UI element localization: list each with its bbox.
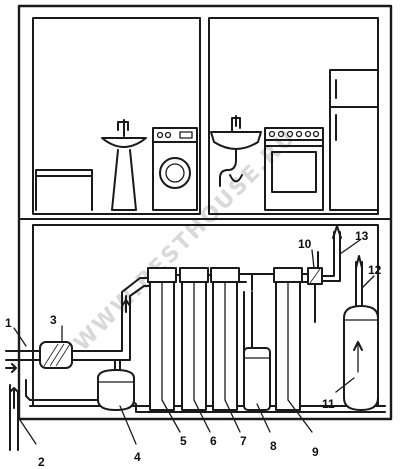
label-9: 9 [312,445,319,459]
washing-machine [152,127,198,211]
kitchen-sink [210,115,262,187]
filter-column-7 [210,267,240,411]
filter-column-5 [147,267,177,411]
label-5: 5 [180,434,187,448]
filter-column-9 [273,267,303,411]
stove [264,127,324,211]
label-3: 3 [50,313,57,327]
coarse-filter [39,341,101,369]
control-valve [301,225,342,323]
label-8: 8 [270,439,277,453]
filter-column-6 [179,267,209,411]
salt-tank [243,347,271,411]
leader-lines [13,239,375,445]
label-6: 6 [210,434,217,448]
label-13: 13 [355,229,369,243]
inlet-pipe [5,350,41,451]
label-2: 2 [38,455,45,469]
label-4: 4 [134,450,141,464]
water-heater [343,255,379,411]
label-7: 7 [240,434,247,448]
manifold [175,273,275,357]
washbasin [101,119,147,211]
part-labels: 1 2 3 4 5 6 7 8 9 10 11 12 13 [5,229,382,469]
bench [35,169,93,211]
label-10: 10 [298,237,312,251]
label-1: 1 [5,316,12,330]
label-11: 11 [322,397,335,411]
pressure-tank [97,369,135,411]
refrigerator [329,69,379,211]
label-12: 12 [368,263,382,277]
